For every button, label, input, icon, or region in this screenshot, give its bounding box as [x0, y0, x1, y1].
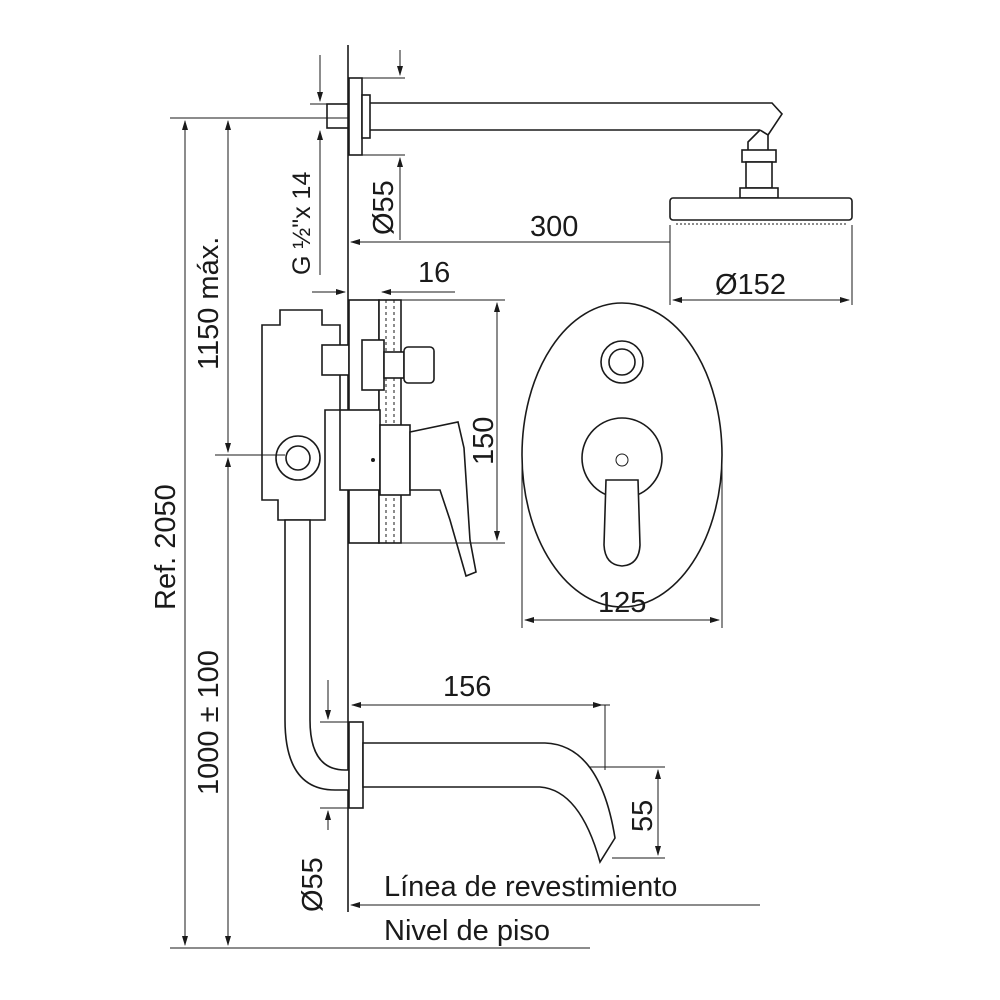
- spout-flange-diameter-label: Ø55: [297, 857, 329, 912]
- spout-drop-label: 55: [627, 800, 659, 832]
- thread-label: G ½"x 14: [288, 172, 316, 275]
- escutcheon-front-view: [521, 302, 723, 608]
- shower-head: [669, 197, 853, 225]
- wall-line-label: Línea de revestimiento: [384, 871, 677, 903]
- bath-spout: [348, 721, 616, 864]
- ref-height-label: Ref. 2050: [150, 484, 182, 610]
- depth-label: 16: [418, 257, 450, 289]
- valve-body: [261, 299, 477, 791]
- shower-arm: [326, 77, 784, 199]
- spout-length-label: 156: [443, 671, 491, 703]
- max-height-label: 1150 máx.: [193, 237, 225, 370]
- plate-width-label: 125: [598, 587, 646, 619]
- valve-height-label: 1000 ± 100: [193, 650, 225, 795]
- floor-level-label: Nivel de piso: [384, 915, 550, 947]
- plate-height-label: 150: [468, 417, 500, 465]
- head-diameter-label: Ø152: [715, 269, 786, 301]
- arm-length-label: 300: [530, 211, 578, 243]
- top-flange-diameter-label: Ø55: [368, 180, 400, 235]
